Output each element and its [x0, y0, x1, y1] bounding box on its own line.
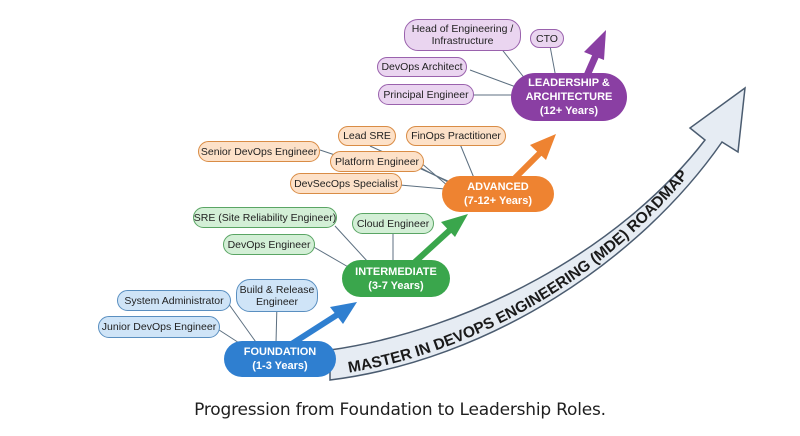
purple-arrowhead: [584, 30, 606, 60]
role-devops-architect: DevOps Architect: [377, 57, 467, 77]
role-junior-devops-engineer: Junior DevOps Engineer: [98, 316, 220, 338]
stage-leadership-years: (12+ Years): [539, 105, 599, 117]
role-cloud-engineer: Cloud Engineer: [352, 213, 434, 234]
stage-intermediate-years: (3-7 Years): [368, 279, 424, 292]
stage-advanced: ADVANCED (7-12+ Years): [442, 176, 554, 212]
role-build-line2: Engineer: [255, 295, 299, 308]
green-arrowhead: [441, 214, 468, 237]
role-cto: CTO: [530, 29, 564, 48]
stage-leadership-title: LEADERSHIP &: [528, 77, 610, 89]
role-sre: SRE (Site Reliability Engineer): [193, 207, 337, 228]
orange-arrowhead: [530, 134, 556, 160]
role-principal-engineer: Principal Engineer: [378, 84, 474, 105]
stage-foundation: FOUNDATION (1-3 Years): [224, 341, 336, 377]
role-lead-sre: Lead SRE: [338, 126, 396, 146]
role-devops-engineer: DevOps Engineer: [223, 234, 315, 255]
role-senior-devops-engineer: Senior DevOps Engineer: [198, 141, 320, 162]
stage-intermediate-title: INTERMEDIATE: [355, 265, 437, 278]
role-finops-practitioner: FinOps Practitioner: [406, 126, 506, 146]
stage-foundation-years: (1-3 Years): [252, 360, 308, 372]
role-head-line2: Infrastructure: [431, 35, 494, 47]
stage-leadership-title2: ARCHITECTURE: [525, 91, 613, 103]
role-devsecops-specialist: DevSecOps Specialist: [290, 173, 402, 194]
blue-arrowhead: [330, 302, 357, 324]
stage-leadership: LEADERSHIP & ARCHITECTURE (12+ Years): [511, 73, 627, 121]
role-system-administrator: System Administrator: [117, 290, 231, 311]
role-head-line1: Head of Engineering /: [411, 23, 514, 35]
stage-intermediate: INTERMEDIATE (3-7 Years): [342, 260, 450, 297]
role-platform-engineer: Platform Engineer: [330, 151, 424, 172]
role-build-line1: Build & Release: [239, 283, 315, 296]
stage-advanced-title: ADVANCED: [467, 181, 529, 193]
stage-foundation-title: FOUNDATION: [243, 346, 317, 358]
progression-arrows: [288, 30, 606, 348]
role-build-release-engineer: Build & Release Engineer: [236, 279, 318, 312]
roadmap-arrow: [329, 86, 746, 381]
caption: Progression from Foundation to Leadershi…: [194, 400, 606, 420]
stage-advanced-years: (7-12+ Years): [464, 195, 532, 207]
role-head-of-engineering: Head of Engineering / Infrastructure: [404, 19, 521, 51]
